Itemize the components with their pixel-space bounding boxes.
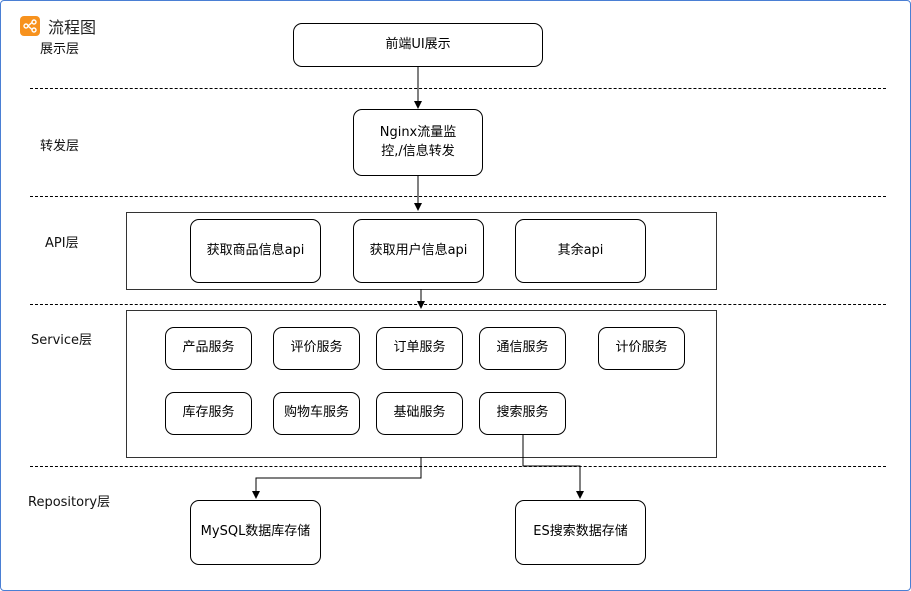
node-nginx[interactable]: Nginx流量监 控,/信息转发 xyxy=(353,109,483,176)
layer-divider xyxy=(30,304,886,305)
node-svc-inventory[interactable]: 库存服务 xyxy=(165,392,252,435)
node-api-product[interactable]: 获取商品信息api xyxy=(190,219,321,283)
header: 流程图 xyxy=(20,14,96,38)
node-frontend[interactable]: 前端UI展示 xyxy=(293,23,543,67)
node-repo-es[interactable]: ES搜索数据存储 xyxy=(515,500,646,565)
layer-divider xyxy=(30,196,886,197)
node-svc-cart[interactable]: 购物车服务 xyxy=(273,392,360,435)
node-svc-search[interactable]: 搜索服务 xyxy=(479,392,566,435)
node-svc-base[interactable]: 基础服务 xyxy=(376,392,463,435)
node-svc-review[interactable]: 评价服务 xyxy=(273,327,360,370)
layer-divider xyxy=(30,88,886,89)
layer-label-service: Service层 xyxy=(31,333,93,348)
layer-label-api: API层 xyxy=(45,236,79,251)
page-title: 流程图 xyxy=(48,18,97,37)
node-svc-product[interactable]: 产品服务 xyxy=(165,327,252,370)
layer-label-presentation: 展示层 xyxy=(40,42,80,57)
node-svc-billing[interactable]: 计价服务 xyxy=(598,327,685,370)
node-repo-mysql[interactable]: MySQL数据库存储 xyxy=(190,500,321,565)
node-svc-order[interactable]: 订单服务 xyxy=(376,327,463,370)
node-api-user[interactable]: 获取用户信息api xyxy=(353,219,484,283)
flowchart-icon xyxy=(20,16,40,36)
edge-service-mysql xyxy=(252,457,422,499)
edge-search-es xyxy=(522,435,584,499)
layer-label-forwarding: 转发层 xyxy=(40,139,80,154)
layer-divider xyxy=(30,466,886,467)
node-api-other[interactable]: 其余api xyxy=(515,219,646,283)
layer-label-repository: Repository层 xyxy=(28,495,111,510)
node-svc-comm[interactable]: 通信服务 xyxy=(479,327,566,370)
